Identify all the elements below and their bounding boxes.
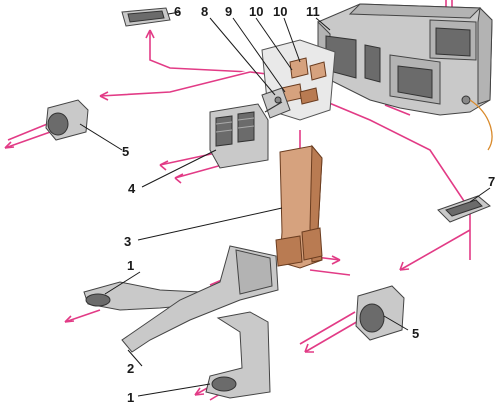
callout-1-bottom: 1 xyxy=(127,390,134,405)
floor-duct-tunnel xyxy=(121,245,279,353)
callout-2: 2 xyxy=(127,361,134,376)
airflow-right xyxy=(299,93,473,354)
defrost-vent-right xyxy=(437,195,491,223)
floor-duct-rear xyxy=(205,311,271,399)
distribution-box xyxy=(261,39,336,121)
heater-housing xyxy=(317,3,493,151)
airflow-arrows xyxy=(4,0,473,401)
side-vent-left xyxy=(45,99,89,141)
callout-5-right: 5 xyxy=(412,326,419,341)
callout-5-left: 5 xyxy=(122,144,129,159)
center-duct xyxy=(275,144,323,269)
callout-6-right: 7 xyxy=(488,174,495,189)
callout-1-top: 1 xyxy=(127,258,134,273)
defrost-vent-left xyxy=(121,7,171,27)
callout-6-top: 6 xyxy=(174,4,181,19)
floor-duct-front xyxy=(83,281,206,311)
callout-labels: 6 8 9 10 10 11 5 4 3 1 2 1 7 5 xyxy=(122,4,495,405)
callout-11: 11 xyxy=(306,4,320,19)
callout-4: 4 xyxy=(128,181,136,196)
side-vent-right xyxy=(355,285,405,341)
callout-3: 3 xyxy=(124,234,131,249)
wire xyxy=(469,99,493,151)
callout-9: 10 xyxy=(249,4,263,19)
callout-7: 8 xyxy=(201,4,208,19)
callout-10: 10 xyxy=(273,4,287,19)
center-vent xyxy=(209,103,269,169)
leader-lines xyxy=(79,11,491,397)
callout-8: 9 xyxy=(225,4,232,19)
